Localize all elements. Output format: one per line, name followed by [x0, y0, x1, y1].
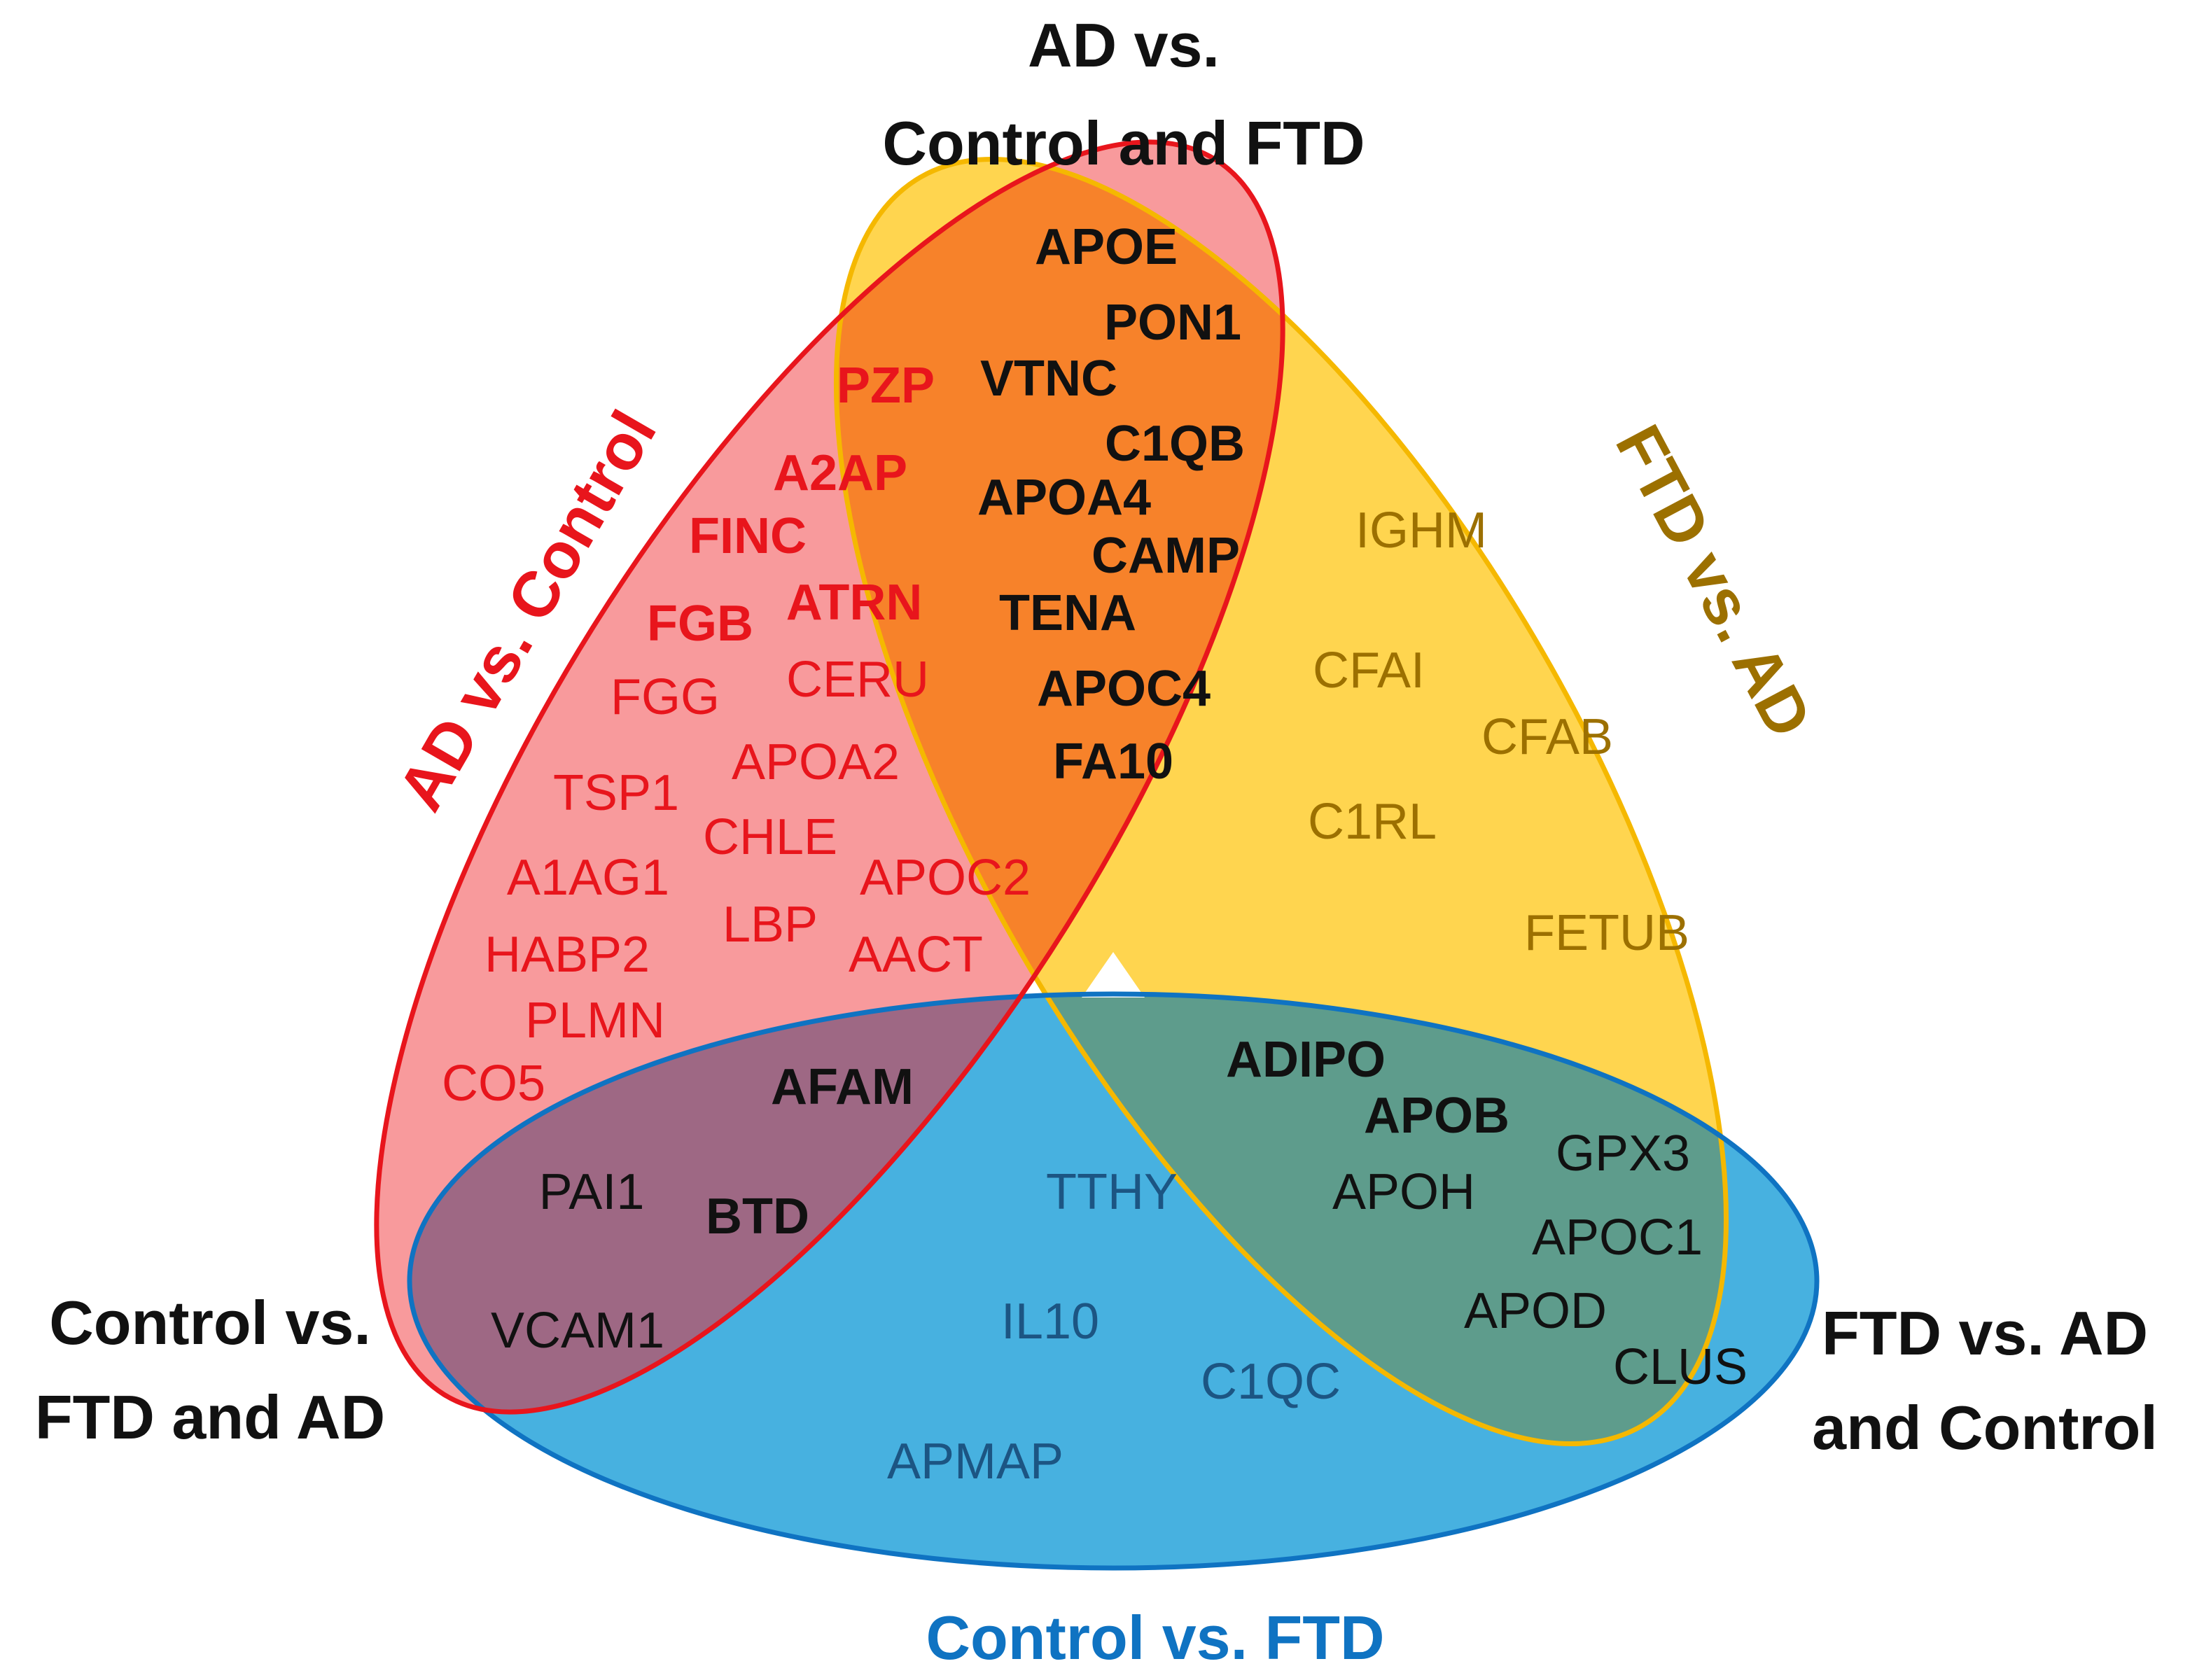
ftd-vs-ad-outline: [833, 156, 1729, 1447]
title-ad-vs-control-and-ftd-line2: Control and FTD: [882, 108, 1365, 178]
gene-label: APMAP: [887, 1434, 1063, 1490]
gene-label: PON1: [1104, 295, 1241, 351]
title-control-vs-ftd-and-ad-line1: Control vs.: [49, 1288, 371, 1357]
gene-label: VTNC: [980, 351, 1117, 407]
gene-label: C1QB: [1105, 416, 1245, 472]
gene-label: APOH: [1332, 1164, 1475, 1220]
gene-label: GPX3: [1556, 1126, 1690, 1182]
gene-label: CAMP: [1091, 528, 1240, 584]
gene-label: ATRN: [786, 575, 923, 631]
gene-label: IGHM: [1355, 503, 1487, 559]
gene-label: APOE: [1035, 219, 1178, 275]
gene-label: CO5: [442, 1056, 545, 1112]
gene-label: A2AP: [773, 445, 907, 501]
gene-label: AFAM: [771, 1059, 914, 1115]
title-ftd-vs-ad-and-control-line1: FTD vs. AD: [1822, 1298, 2148, 1368]
title-ad-vs-control-and-ftd-line1: AD vs.: [1028, 10, 1220, 80]
gene-label: APOC1: [1532, 1210, 1703, 1266]
title-control-vs-ftd-and-ad-line2: FTD and AD: [35, 1382, 385, 1452]
gene-label: PAI1: [539, 1164, 645, 1220]
gene-label: FGB: [647, 596, 753, 652]
gene-label: HABP2: [484, 927, 650, 983]
control-vs-ftd-and-ad-overlap: [410, 994, 1283, 1413]
title-control-vs-ftd: Control vs. FTD: [926, 1603, 1384, 1672]
gene-label: TTHY: [1046, 1164, 1178, 1220]
gene-label: AACT: [849, 927, 983, 983]
gene-label: CFAB: [1481, 709, 1613, 765]
gene-label: TSP1: [553, 765, 679, 821]
gene-label: VCAM1: [491, 1303, 664, 1359]
gene-label: CERU: [786, 652, 929, 708]
gene-label: ADIPO: [1226, 1032, 1386, 1088]
gene-label: LBP: [723, 897, 818, 953]
gene-label: A1AG1: [507, 850, 669, 906]
gene-label: FETUB: [1524, 905, 1689, 961]
gene-label: PLMN: [525, 993, 665, 1049]
ftd-vs-ad-and-control-overlap: [836, 994, 1727, 1444]
gene-label: FA10: [1053, 734, 1173, 790]
gene-label: BTD: [706, 1189, 809, 1245]
gene-label: APOA4: [977, 470, 1151, 526]
gene-label: APOC2: [860, 850, 1031, 906]
gene-label: IL10: [1001, 1294, 1099, 1350]
control-vs-ftd-outline: [407, 991, 1820, 1571]
gene-label: APOD: [1464, 1283, 1607, 1339]
title-ftd-vs-ad-and-control-line2: and Control: [1812, 1393, 2158, 1462]
gene-label: APOC4: [1037, 661, 1211, 717]
ad-vs-control-outline: [374, 139, 1285, 1415]
center-gap: [1082, 952, 1145, 997]
gene-label: FGG: [611, 669, 720, 725]
gene-label: CHLE: [703, 809, 837, 865]
gene-label: FINC: [689, 508, 807, 564]
gene-label: C1QC: [1201, 1354, 1341, 1410]
gene-label: CLUS: [1613, 1339, 1748, 1395]
gene-label: CFAI: [1313, 643, 1425, 699]
gene-label: APOA2: [732, 734, 900, 790]
gene-label: PZP: [837, 358, 935, 414]
gene-label: TENA: [999, 585, 1136, 641]
gene-label: APOB: [1364, 1088, 1509, 1144]
title-ftd-vs-ad: FTD vs. AD: [1602, 414, 1825, 748]
gene-label: C1RL: [1308, 794, 1437, 850]
